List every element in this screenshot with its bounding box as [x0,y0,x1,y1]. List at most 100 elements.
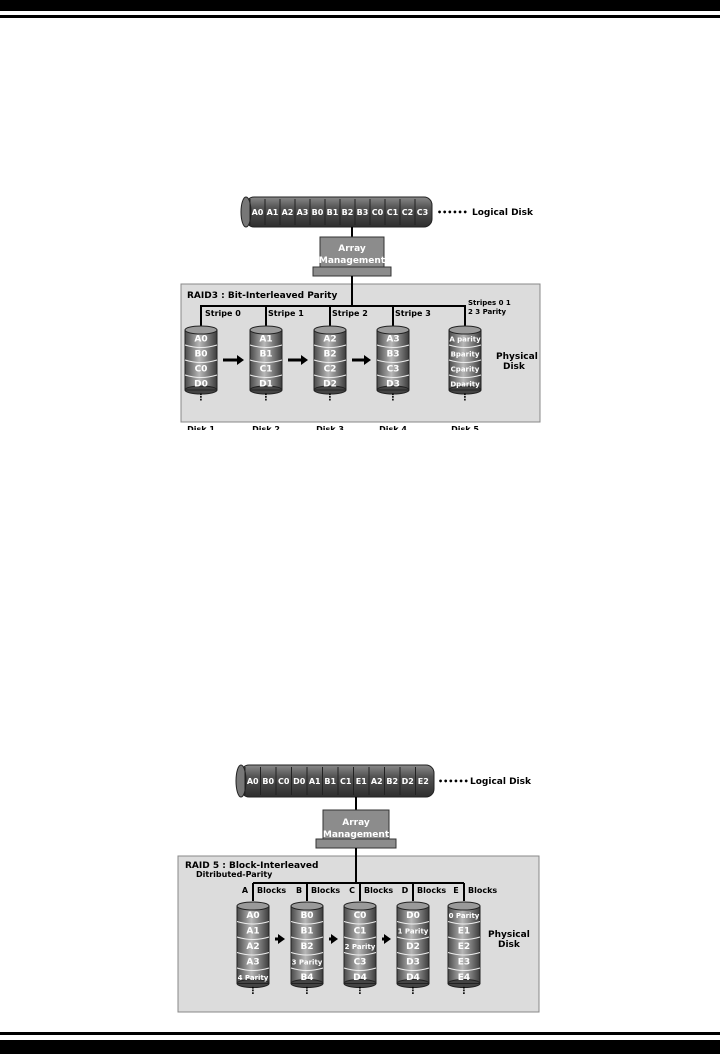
logical-segment: C1 [340,777,352,786]
physical-disk-label-1: Physical [488,930,530,940]
disk-cell: C3 [354,957,367,967]
disk-cell: B0 [300,911,313,921]
disk-dots: ⋮ [409,987,418,997]
logical-segment: C3 [417,208,428,217]
physical-disk-label-1: Physical [496,352,538,362]
parity-stripes-line-1: Stripes 0 1 [468,299,511,307]
disk-cell: C1 [354,926,367,936]
bottom-rule-thin [0,1032,720,1035]
disk-dots: ⋮ [303,987,312,997]
disk-cell: B2 [300,942,313,952]
disk-cell: D2 [323,380,337,390]
block-word: Blocks [257,886,286,895]
array-management-box: Array Management [315,809,397,849]
disk-cell: C3 [387,365,400,375]
raid3-title: RAID3 : Bit-Interleaved Parity [187,291,337,301]
physical-disk-label-2: Disk [498,940,521,950]
disk-dots: ⋮ [262,393,271,403]
disk-cell: Cparity [451,366,480,374]
block-letter: D [402,886,409,895]
disk-cell: D4 [406,973,420,983]
logical-disk-dots: •••••• [437,208,468,217]
disk-cell: C2 [324,365,337,375]
disk-cell: B0 [194,350,207,360]
arrow-icon [382,934,391,944]
disk-cell: D4 [353,973,367,983]
disk-cell: 3 Parity [292,958,323,966]
disk-cell: B3 [386,350,399,360]
disk-cell: E1 [458,926,470,936]
block-letter: C [349,886,355,895]
logical-disk-label: Logical Disk [472,208,534,218]
disk-cell: A parity [449,336,481,344]
disk-cell: D3 [386,380,400,390]
physical-disk-label-2: Disk [503,362,526,372]
block-letter: B [296,886,302,895]
array-management-box: Array Management [312,236,392,277]
disk-cell: A2 [323,335,336,345]
disk-cell: D3 [406,957,420,967]
logical-segment: D0 [293,777,306,786]
stripe-label: Stripe 2 [332,309,368,318]
logical-disk-dots: •••••• [438,777,469,786]
disk-cell: B2 [323,350,336,360]
disk-cell: B1 [300,926,313,936]
disk-cell: C1 [260,365,273,375]
logical-segment: C1 [387,208,399,217]
block-letter: A [242,886,249,895]
arrow-icon [275,934,285,944]
disk-dots: ⋮ [197,393,206,403]
disk-label: Disk 5 [451,425,479,430]
bottom-rule-thick [0,1040,720,1054]
arrow-icon [223,355,244,365]
logical-segment: E1 [356,777,367,786]
parity-stripes-line-2: 2 3 Parity [468,308,506,316]
arrow-icon [352,355,371,365]
mgmt-line-1: Array [338,244,366,254]
disk-cell: C0 [354,911,367,921]
disk-label: Disk 4 [379,425,407,430]
block-word: Blocks [311,886,340,895]
disk-cell: A2 [246,942,259,952]
disk-label: Disk 3 [316,425,344,430]
logical-segment: B2 [342,208,354,217]
disk-cell: A3 [386,335,399,345]
disk-cell: A3 [246,957,259,967]
logical-segment: D2 [402,777,414,786]
disk-cell: E4 [458,973,470,983]
disk-cell: E3 [458,957,470,967]
mgmt-line-2: Management [319,256,386,266]
disk-cell: D0 [194,380,208,390]
block-letter: E [453,886,458,895]
disk-dots: ⋮ [356,987,365,997]
raid5-title-2: Ditributed-Parity [196,870,273,879]
disk-label: Disk 1 [187,425,215,430]
logical-segment: A1 [267,208,279,217]
block-word: Blocks [468,886,497,895]
disk-cell: A1 [259,335,272,345]
logical-segment: B3 [357,208,369,217]
disk-cell: D1 [259,380,273,390]
logical-segment: C0 [372,208,384,217]
disk-dots: ⋮ [249,987,258,997]
mgmt-line-1: Array [342,818,370,828]
disk-dots: ⋮ [461,393,470,403]
top-rule-thick [0,0,720,11]
logical-segment: B1 [327,208,339,217]
disk-dots: ⋮ [389,393,398,403]
disk-dots: ⋮ [326,393,335,403]
disk-cell: E2 [458,942,470,952]
raid5-title-1: RAID 5 : Block-Interleaved [185,861,318,871]
disk-cell: 0 Parity [449,912,480,920]
